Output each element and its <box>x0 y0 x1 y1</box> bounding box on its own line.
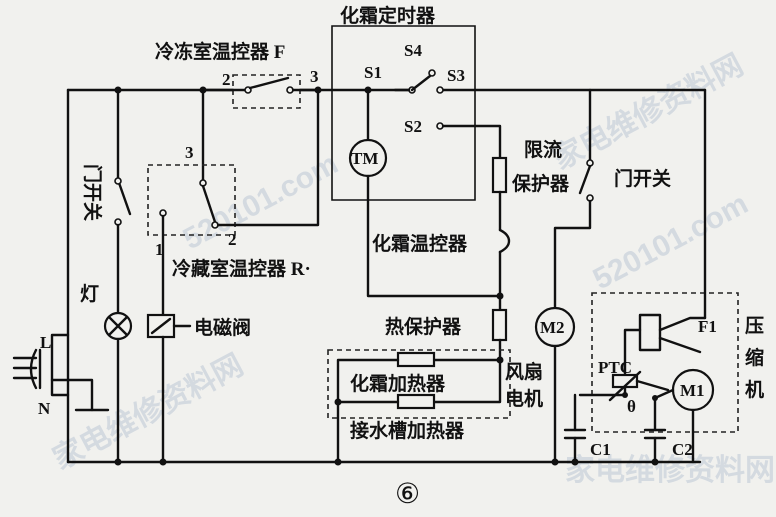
overload-to-ptc <box>623 328 642 377</box>
overload-f1: F1 <box>698 317 717 336</box>
drain-heater-label: 接水槽加热器 <box>350 419 465 442</box>
plug-lead <box>50 333 70 397</box>
fridge-thermo-blade <box>201 184 217 224</box>
figure-number: ⑥ <box>395 479 420 510</box>
defrost-thermostat-label: 化霜温控器 <box>372 232 468 255</box>
fridge-thermo-return <box>216 88 320 227</box>
compressor-label-3: 机 <box>745 379 764 401</box>
current-limiter-label-2: 保护器 <box>511 172 570 195</box>
compressor-label-2: 缩 <box>745 346 764 369</box>
compressor-label-1: 压 <box>745 315 764 337</box>
watermark-4: 520101.com <box>588 187 754 296</box>
capacitor-c2: C2 <box>672 440 693 459</box>
door-switch-contact-top <box>114 177 122 185</box>
overload-link <box>658 336 702 354</box>
freezer-thermostat-label: 冷冻室温控器 F <box>155 40 285 63</box>
fridge-thermostat-label: 冷藏室温控器 R· <box>172 257 311 280</box>
watermark-3: 家电维修资料网 <box>548 48 749 176</box>
fan-motor-m2: M2 <box>540 318 565 337</box>
fan-motor-label-1: 风扇 <box>505 360 543 383</box>
freezer-thermostat-box <box>232 74 301 109</box>
ptc-theta: θ <box>627 397 636 416</box>
s2-lead <box>441 124 502 160</box>
drain-heater-icon <box>396 393 436 410</box>
ptc-label: PTC <box>598 358 632 377</box>
lamp-label: 灯 <box>80 283 99 305</box>
overload-contact <box>658 316 707 332</box>
door-switch-blade <box>116 178 132 216</box>
junction-dots <box>114 86 659 466</box>
terminal-s2: S2 <box>404 117 422 136</box>
solenoid-valve-label: 电磁阀 <box>194 316 251 339</box>
defrost-heater-lead-l <box>336 358 400 464</box>
defrost-heater-label: 化霜加热器 <box>350 372 446 395</box>
timer-switch-blade <box>410 74 432 92</box>
solenoid-slash <box>150 317 172 335</box>
watermark-1: 家电维修资料网 <box>48 348 249 476</box>
heater-group-box <box>327 349 511 419</box>
m1-to-c2 <box>653 388 675 432</box>
timer-motor-return <box>366 174 502 298</box>
watermark-5: 家电维修资料网 <box>565 454 775 487</box>
plug-neutral-n: N <box>38 399 51 418</box>
compressor-box <box>591 292 739 433</box>
thermal-protector-label: 热保护器 <box>385 315 462 338</box>
plug-prongs <box>12 356 38 380</box>
terminal-s3: S3 <box>447 66 465 85</box>
plug-line-l: L <box>40 333 51 352</box>
fan-motor-feed <box>553 199 592 310</box>
defrost-heater-icon <box>396 351 436 368</box>
fridge-thermostat-box <box>147 164 236 236</box>
current-limiter-icon <box>491 156 508 194</box>
terminal-r3: 3 <box>185 143 194 162</box>
defrost-timer-box <box>331 25 476 201</box>
fan-motor-label-2: 电机 <box>505 387 543 410</box>
ptc-to-m1 <box>635 379 670 392</box>
current-limiter-label-1: 限流 <box>524 138 562 161</box>
s4-contact <box>428 69 436 77</box>
capacitor-c1: C1 <box>590 440 611 459</box>
defrost-timer-label: 化霜定时器 <box>340 4 436 27</box>
lamp-cross <box>107 315 129 337</box>
door-switch-left-label: 门开关 <box>81 164 104 221</box>
terminal-s1: S1 <box>364 63 382 82</box>
fan-door-switch-blade <box>578 164 592 195</box>
overload-relay-icon <box>638 313 662 352</box>
terminal-r2: 2 <box>228 230 237 249</box>
drain-heater-lead-r <box>432 358 502 404</box>
thermal-protector-icon <box>491 308 508 342</box>
s3-contact <box>436 86 444 94</box>
terminal-f3: 3 <box>310 67 319 86</box>
terminal-s4: S4 <box>404 41 422 60</box>
defrost-thermostat-icon <box>498 228 511 254</box>
terminal-f2: 2 <box>222 70 231 89</box>
freezer-thermo-blade <box>248 76 290 90</box>
timer-motor-tm: TM <box>351 149 378 168</box>
ground-lead <box>50 378 94 412</box>
compressor-motor-m1: M1 <box>680 381 705 400</box>
terminal-r1: 1 <box>155 240 164 259</box>
door-switch-right-label: 门开关 <box>614 167 671 190</box>
